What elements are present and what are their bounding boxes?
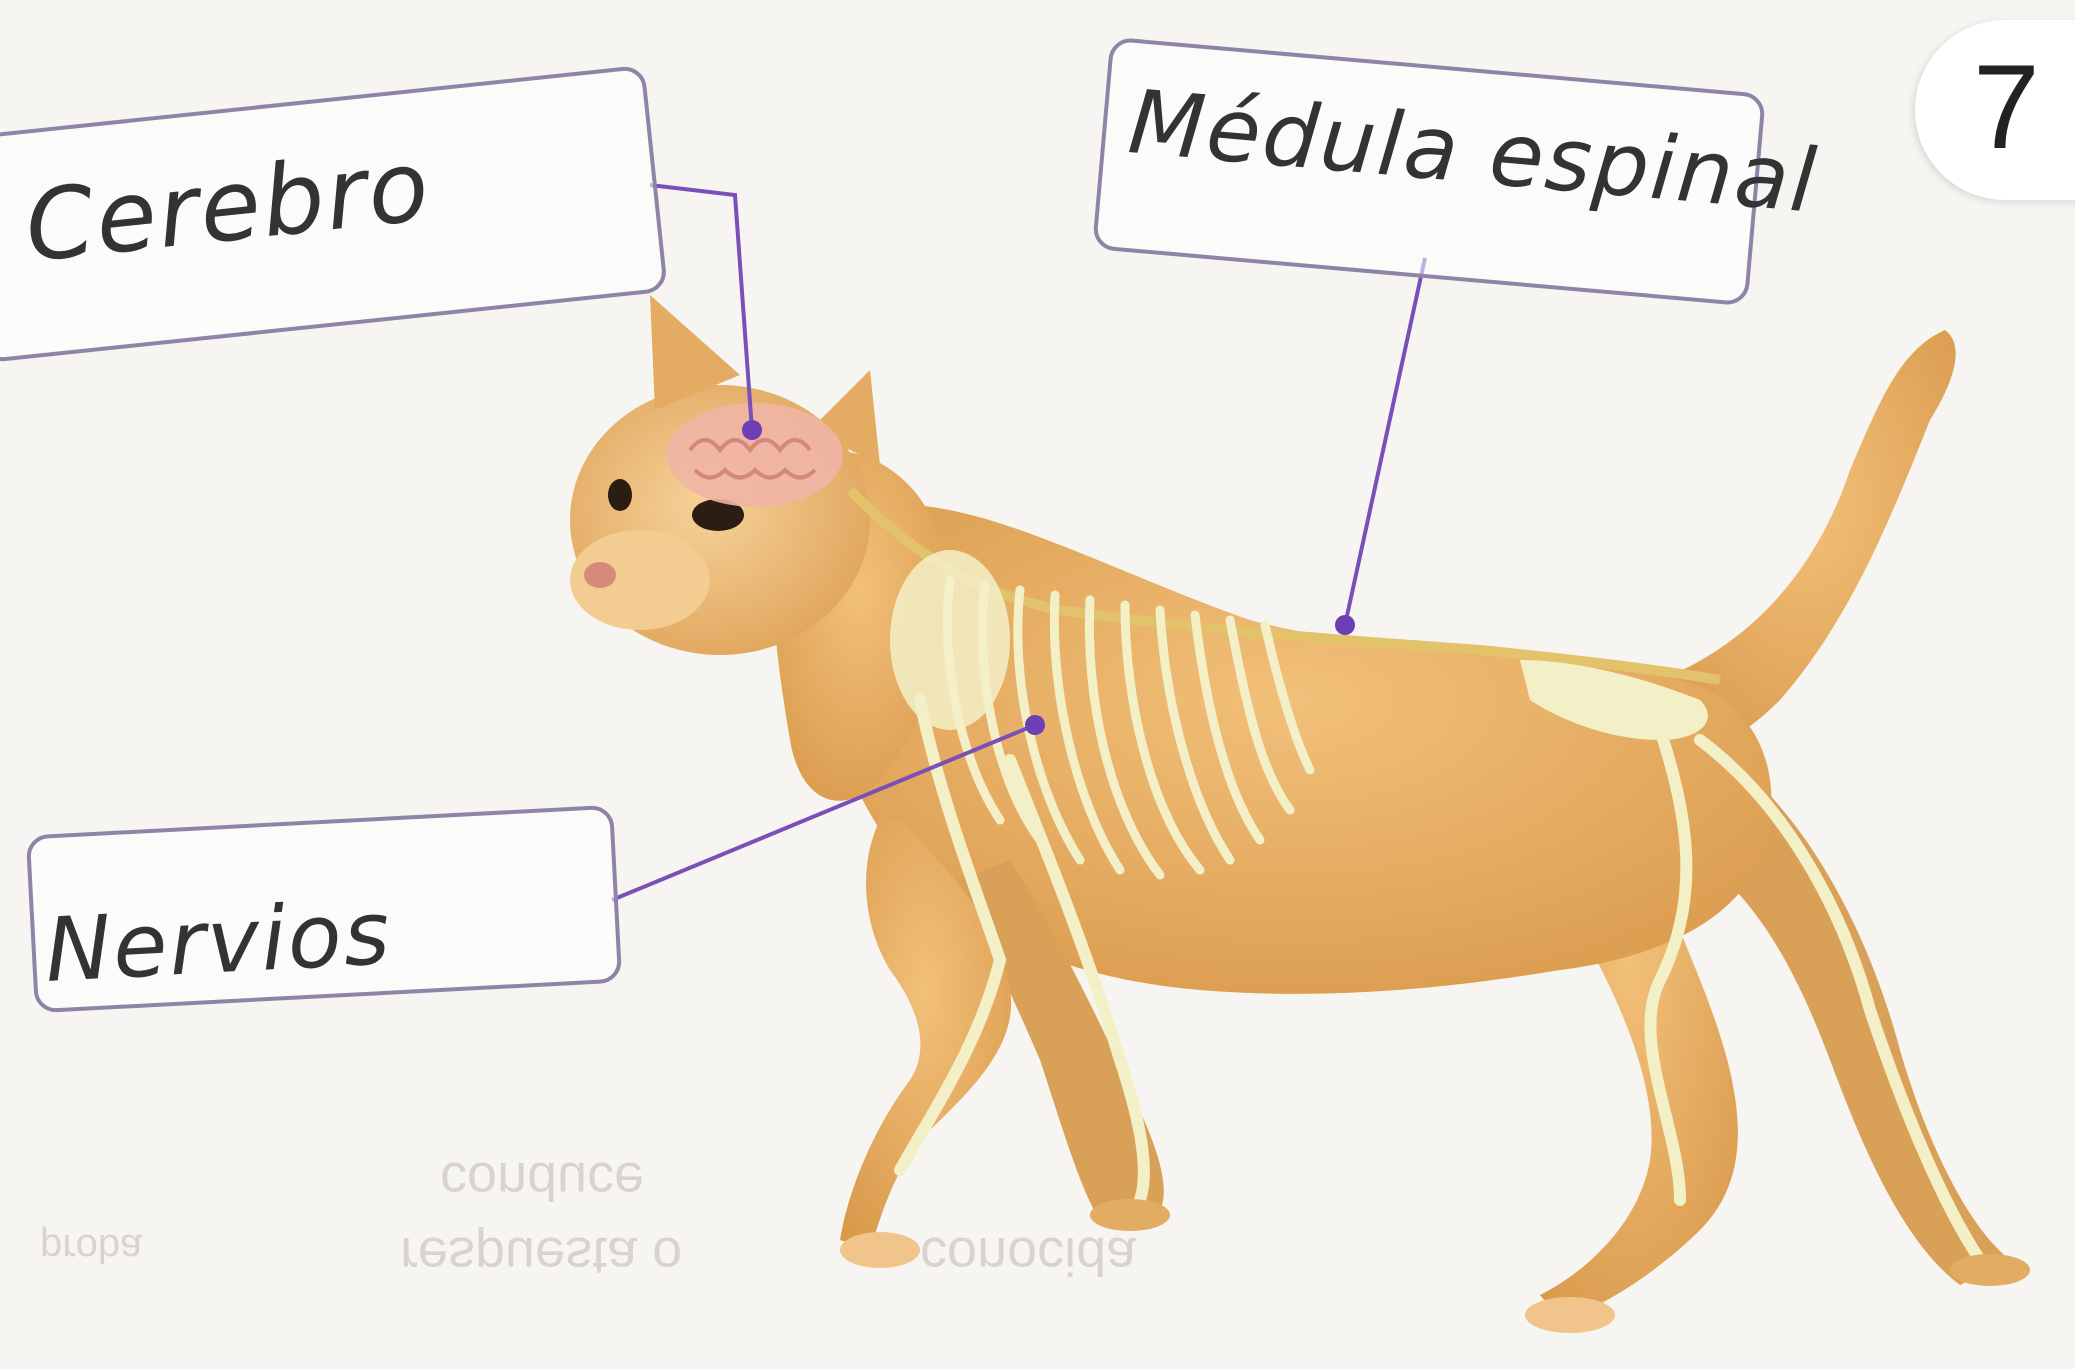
paw-3 bbox=[1525, 1297, 1615, 1333]
scapula bbox=[890, 550, 1010, 730]
paw-1 bbox=[840, 1232, 920, 1268]
brain bbox=[667, 403, 843, 507]
paw-2 bbox=[1090, 1199, 1170, 1231]
label-nerves: Nervios bbox=[43, 881, 394, 1002]
pointer-dot-spinal-cord bbox=[1335, 615, 1355, 635]
paw-4 bbox=[1950, 1254, 2030, 1286]
cat-eye-1 bbox=[608, 479, 632, 511]
pointer-dot-nerves bbox=[1025, 715, 1045, 735]
pointer-line-spinal-cord bbox=[1345, 258, 1425, 625]
cat-nose bbox=[584, 562, 616, 588]
pointer-dot-brain bbox=[742, 420, 762, 440]
